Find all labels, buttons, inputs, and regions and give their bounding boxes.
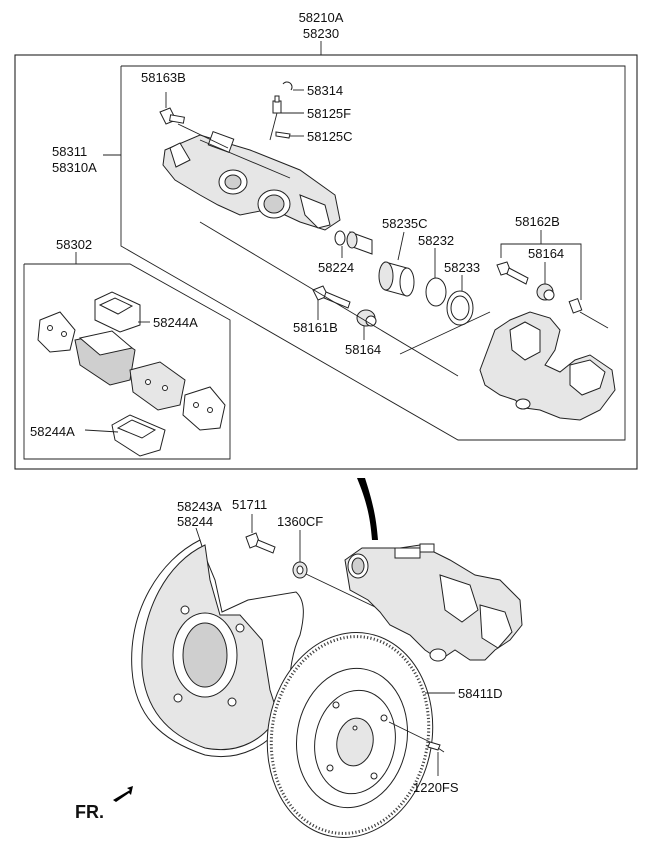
label-58232: 58232 xyxy=(418,233,454,248)
caliper-housing xyxy=(162,131,341,231)
leader-58163b-b xyxy=(177,123,229,149)
label-1360cf: 1360CF xyxy=(277,514,323,529)
leader-bushing xyxy=(579,311,609,329)
caliper-assembly-box xyxy=(14,54,638,470)
bolt-51711 xyxy=(245,532,276,554)
leader-58244a-bottom xyxy=(84,429,119,433)
pin-58161b xyxy=(312,285,351,309)
label-58224: 58224 xyxy=(318,260,354,275)
pad-clip-bottom xyxy=(111,414,166,457)
label-58164-right: 58164 xyxy=(528,246,564,261)
leader-58235c xyxy=(397,231,405,261)
leader-58244 xyxy=(195,527,201,541)
pad-outer xyxy=(129,361,186,411)
bleeder-58125f xyxy=(272,95,282,114)
pad-shim-right xyxy=(182,386,226,431)
leader-axis-carrier xyxy=(199,221,459,377)
label-1220fs: 1220FS xyxy=(413,780,459,795)
boot-58233 xyxy=(446,290,474,326)
label-58314: 58314 xyxy=(307,83,343,98)
assembly-arrow xyxy=(357,478,378,540)
pad-shim-left xyxy=(37,311,76,353)
label-58244: 58244 xyxy=(177,514,213,529)
label-58310a: 58310A xyxy=(52,160,97,175)
pad-inner xyxy=(74,330,136,386)
bolt-58163b xyxy=(159,107,185,125)
label-51711: 51711 xyxy=(232,497,267,512)
bushing xyxy=(568,298,583,314)
label-58210a: 58210A xyxy=(299,10,344,25)
guide-58224 xyxy=(334,230,373,255)
caliper-assembled xyxy=(344,543,523,662)
label-58311: 58311 xyxy=(52,144,87,159)
label-58125f: 58125F xyxy=(307,106,351,121)
leader-screw-to-disc xyxy=(388,721,431,743)
label-58161b: 58161B xyxy=(293,320,338,335)
screw-1220fs xyxy=(427,741,445,753)
front-arrow-icon xyxy=(113,786,133,802)
label-58230: 58230 xyxy=(303,26,339,41)
brake-disc xyxy=(266,632,434,838)
label-58164-lower: 58164 xyxy=(345,342,381,357)
label-58243a: 58243A xyxy=(177,499,222,514)
washer-1360cf xyxy=(292,561,308,579)
seal-58232 xyxy=(425,277,447,307)
caliper-carrier xyxy=(479,311,616,421)
pin-58162b xyxy=(496,261,529,285)
pad-clip-top xyxy=(94,291,141,333)
label-58235c: 58235C xyxy=(382,216,428,231)
label-58302: 58302 xyxy=(56,237,92,252)
clip-58314 xyxy=(282,81,293,91)
leader-box-bottom xyxy=(399,311,491,355)
label-58162b: 58162B xyxy=(515,214,560,229)
dust-shield xyxy=(131,539,304,757)
boot-58164-right xyxy=(536,283,555,301)
label-58163b: 58163B xyxy=(141,70,186,85)
cap-58125c xyxy=(275,131,291,139)
label-58244a-top: 58244A xyxy=(153,315,198,330)
label-front: FR. xyxy=(75,802,104,822)
piston-58235c xyxy=(378,261,415,297)
label-58125c: 58125C xyxy=(307,129,353,144)
leader-bleeder-to-body xyxy=(269,112,278,141)
pad-kit-box xyxy=(23,263,231,460)
caliper-inner-box xyxy=(120,65,626,441)
boot-58164-lower xyxy=(356,309,377,327)
label-58233: 58233 xyxy=(444,260,480,275)
label-58244a-bottom: 58244A xyxy=(30,424,75,439)
label-58411d: 58411D xyxy=(458,686,503,701)
